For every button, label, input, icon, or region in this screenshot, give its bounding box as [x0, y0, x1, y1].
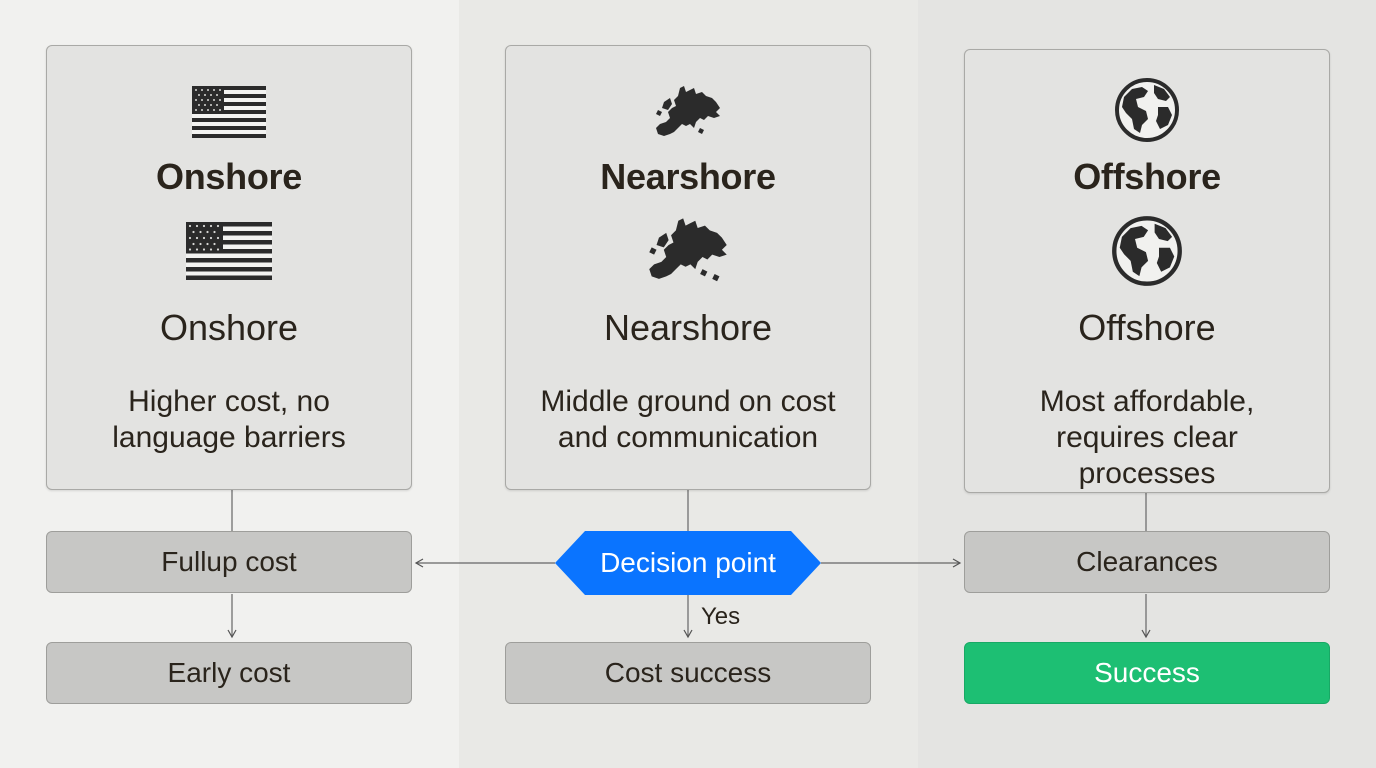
- nearshore-card: Nearshore Nearshore Middle ground on cos…: [505, 45, 871, 490]
- step-box-cost-success: Cost success: [505, 642, 871, 704]
- yes-label: Yes: [701, 603, 741, 630]
- step-box-clearances: Clearances: [964, 531, 1330, 593]
- us-flag-icon: [47, 86, 411, 138]
- column-title: Onshore: [159, 307, 299, 348]
- europe-map-icon: [506, 214, 870, 288]
- globe-icon: [965, 215, 1329, 287]
- column-title: Nearshore: [603, 307, 773, 348]
- column-description: Higher cost, no language barriers: [112, 385, 346, 454]
- column-title: Offshore: [1078, 307, 1216, 348]
- column-title-bold: Onshore: [156, 156, 302, 197]
- europe-map-icon: [506, 84, 870, 142]
- offshore-card: Offshore Offshore Most affordable, requi…: [964, 49, 1330, 493]
- step-box-fullup-cost: Fullup cost: [46, 531, 412, 593]
- column-description: Middle ground on cost and communication: [540, 385, 836, 454]
- onshore-card: Onshore Onshore Higher cost, no language…: [46, 45, 412, 490]
- column-title-bold: Offshore: [1073, 156, 1221, 197]
- decision-point-node: Decision point: [555, 531, 821, 595]
- decision-label: Decision point: [600, 547, 776, 578]
- globe-icon: [965, 77, 1329, 143]
- column-title-bold: Nearshore: [600, 156, 776, 197]
- us-flag-icon: [47, 222, 411, 280]
- column-description: Most affordable, requires clear processe…: [1039, 385, 1255, 490]
- step-box-success: Success: [964, 642, 1330, 704]
- step-box-early-cost: Early cost: [46, 642, 412, 704]
